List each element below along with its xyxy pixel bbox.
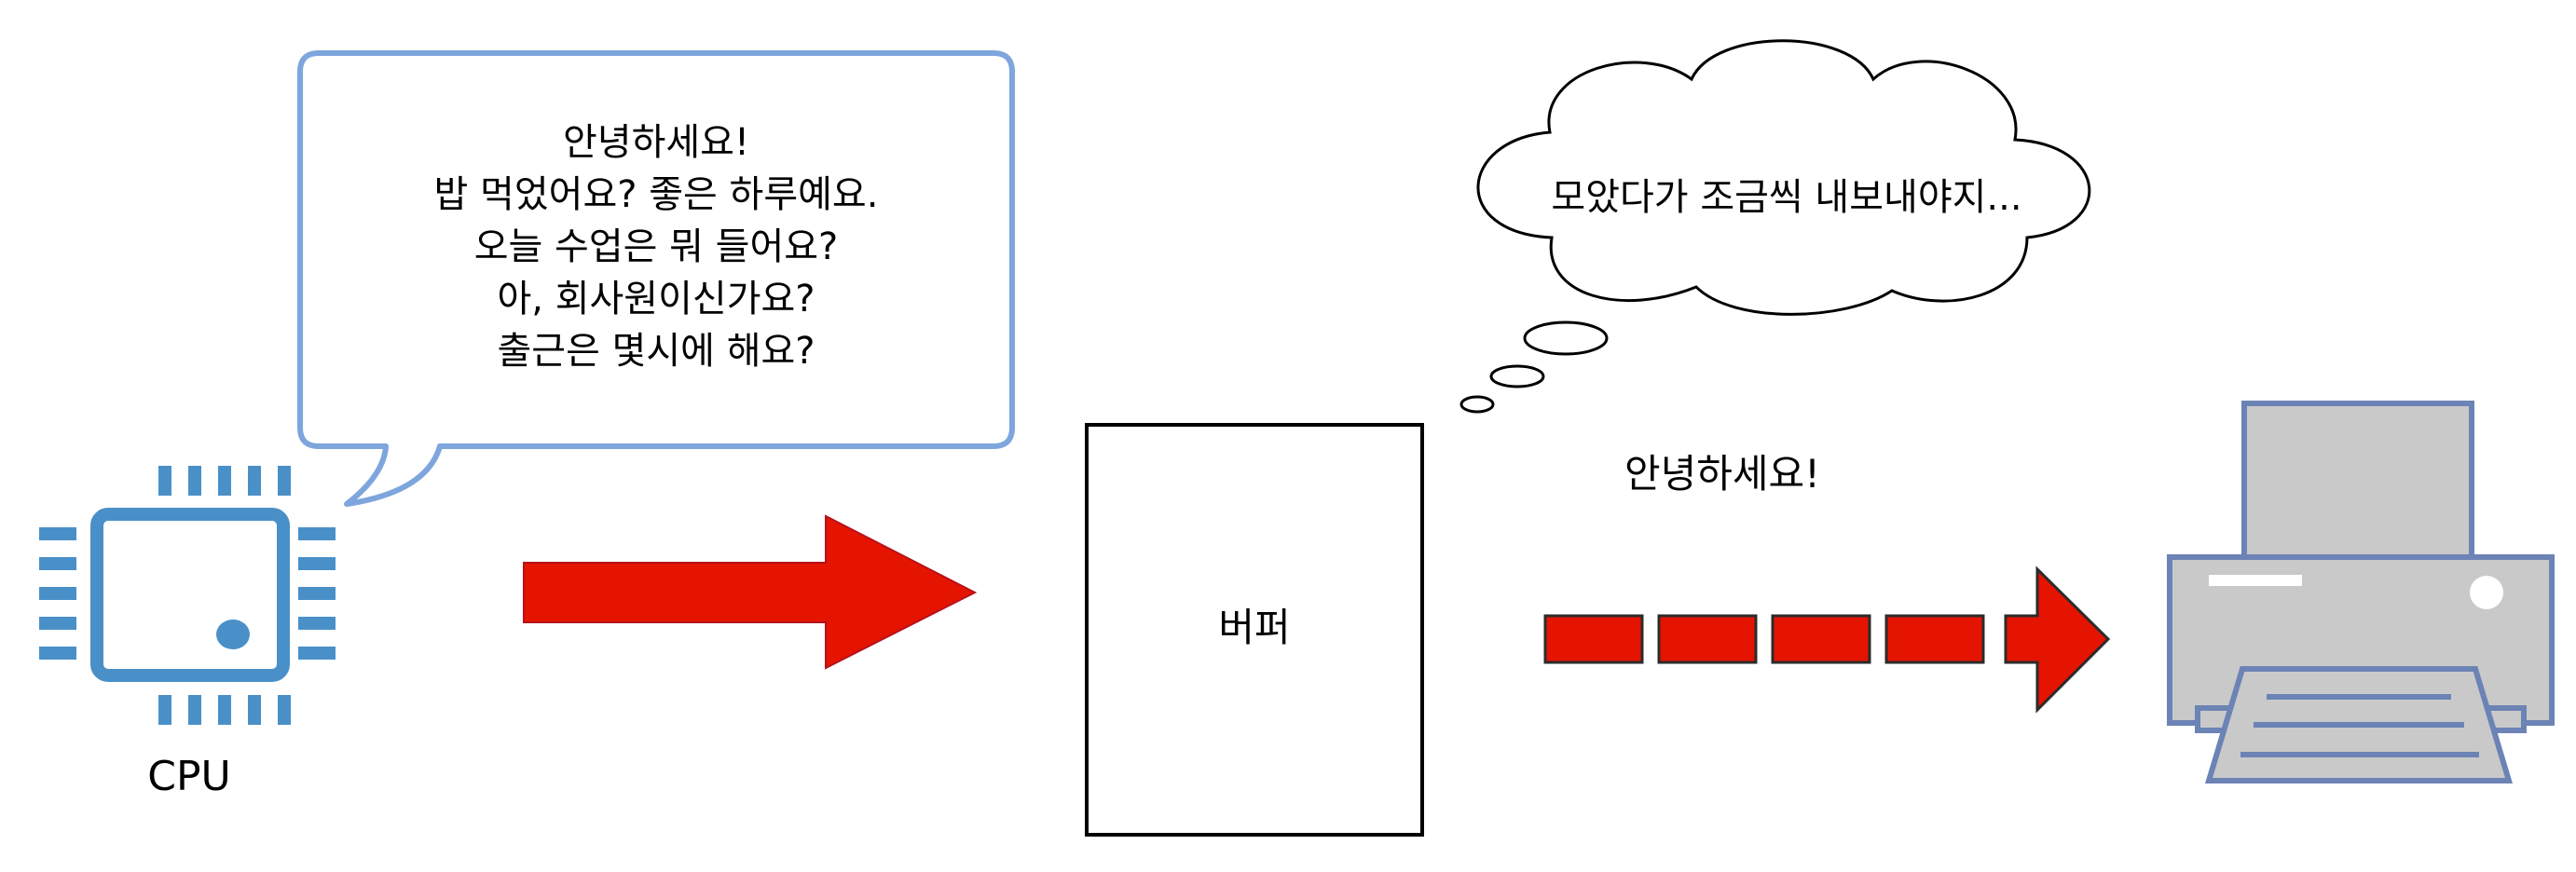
thought-dot-medium bbox=[1489, 364, 1545, 388]
thought-text: 모았다가 조금씩 내보내야지... bbox=[1551, 176, 2021, 219]
output-arrow-segment bbox=[1884, 614, 1985, 664]
cpu-label: CPU bbox=[147, 753, 230, 800]
speech-line: 안녕하세요! bbox=[563, 121, 749, 164]
buffer-box: 버퍼 bbox=[1085, 423, 1424, 837]
output-arrow bbox=[1543, 565, 2111, 714]
output-text: 안녕하세요! bbox=[1624, 451, 1820, 497]
speech-bubble: 안녕하세요! 밥 먹었어요? 좋은 하루예요. 오늘 수업은 뭐 들어요? 아,… bbox=[297, 50, 1015, 507]
cpu-chip-icon bbox=[39, 466, 336, 725]
speech-line: 출근은 몇시에 해요? bbox=[497, 330, 815, 373]
thought-dot-large bbox=[1523, 320, 1609, 356]
speech-line: 아, 회사원이신가요? bbox=[497, 278, 815, 320]
buffer-label: 버퍼 bbox=[1218, 605, 1290, 650]
speech-line: 밥 먹었어요? 좋은 하루예요. bbox=[434, 173, 879, 216]
thought-cloud-shape bbox=[1476, 39, 2091, 316]
speech-bubble-shape bbox=[297, 50, 1015, 507]
thought-bubble bbox=[1459, 39, 2091, 414]
output-arrow-head bbox=[2004, 565, 2111, 714]
output-arrow-segment bbox=[1543, 614, 1644, 664]
input-arrow bbox=[523, 514, 978, 670]
thought-dot-small bbox=[1459, 395, 1495, 414]
output-arrow-segment bbox=[1657, 614, 1758, 664]
printer-details bbox=[2209, 575, 2503, 757]
speech-line: 오늘 수업은 뭐 들어요? bbox=[474, 225, 839, 268]
output-arrow-segment bbox=[1771, 614, 1871, 664]
